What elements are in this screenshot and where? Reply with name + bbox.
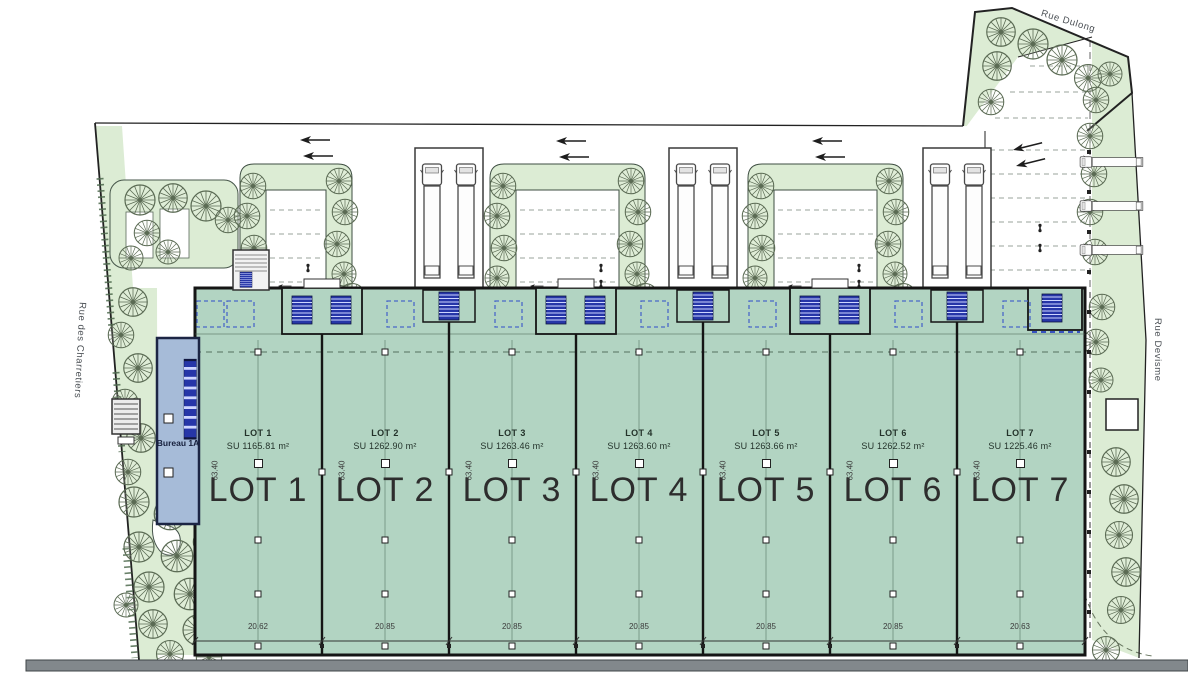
entrance-porch (232, 249, 270, 291)
lot-marker-square (761, 459, 771, 468)
lot-marker-square (253, 459, 263, 468)
lot-width-dim-7: 20.63 (1009, 622, 1031, 631)
stair-rooms (281, 278, 1083, 335)
lot-title: LOT 2 (335, 471, 435, 509)
lot-name: LOT 6 (879, 428, 907, 438)
street-label-rue-devisme: Rue Devisme (1152, 318, 1163, 382)
building (191, 249, 1089, 657)
lot-area: SU 1263.66 m² (734, 441, 798, 451)
bureau-wing (111, 336, 201, 526)
lot-title: LOT 7 (970, 471, 1070, 509)
lot-title: LOT 1 (208, 471, 308, 509)
street-curb-band (25, 659, 1188, 672)
lot-width-dim-1: 20.62 (247, 622, 269, 631)
lot-name: LOT 4 (625, 428, 653, 438)
lot-depth-dim-7: 63.40 (972, 460, 982, 481)
truck-bay-1 (414, 147, 484, 293)
lot-area: SU 1225.46 m² (988, 441, 1052, 451)
lot-depth-dim-6: 63.40 (845, 460, 855, 481)
lot-name: LOT 1 (244, 428, 272, 438)
lot-marker-square (507, 459, 517, 468)
lot-label-5: LOT 5 SU 1263.66 m² LOT 5 (701, 428, 831, 507)
lot-area: SU 1165.81 m² (226, 441, 290, 451)
lot-width-dim-6: 20.85 (882, 622, 904, 631)
lot-area: SU 1262.52 m² (861, 441, 925, 451)
lot-title: LOT 4 (589, 471, 689, 509)
lot-name: LOT 2 (371, 428, 399, 438)
lot-depth-dim-4: 63.40 (591, 460, 601, 481)
reserved-zones (196, 300, 1031, 328)
floor-markers (254, 348, 1024, 650)
lot-name: LOT 3 (498, 428, 526, 438)
lot-label-1: LOT 1 SU 1165.81 m² LOT 1 (193, 428, 323, 507)
lot-width-dim-5: 20.85 (755, 622, 777, 631)
street-entrance-steps (111, 398, 141, 445)
bureau-label: Bureau 1A (156, 438, 200, 448)
lot-name: LOT 5 (752, 428, 780, 438)
lot-marker-square (888, 459, 898, 468)
lot-width-dim-4: 20.85 (628, 622, 650, 631)
lot-depth-dim-2: 63.40 (337, 460, 347, 481)
dimension-line (191, 636, 1089, 646)
truck-bay-3 (922, 147, 992, 293)
lot-label-3: LOT 3 SU 1263.46 m² LOT 3 (447, 428, 577, 507)
lot-marker-square (1015, 459, 1025, 468)
lot-title: LOT 5 (716, 471, 816, 509)
lot-area: SU 1262.90 m² (353, 441, 417, 451)
lot-label-4: LOT 4 SU 1263.60 m² LOT 4 (574, 428, 704, 507)
lot-depth-dim-1: 63.40 (210, 460, 220, 481)
lot-label-2: LOT 2 SU 1262.90 m² LOT 2 (320, 428, 450, 507)
lot-area: SU 1263.60 m² (607, 441, 671, 451)
lot-width-dim-3: 20.85 (501, 622, 523, 631)
lot-label-7: LOT 7 SU 1225.46 m² LOT 7 (955, 428, 1085, 507)
lot-name: LOT 7 (1006, 428, 1034, 438)
lot-title: LOT 6 (843, 471, 943, 509)
column-grid-lines (257, 340, 1021, 640)
lot-depth-dim-5: 63.40 (718, 460, 728, 481)
truck-bay-2 (668, 147, 738, 293)
lot-depth-dim-3: 63.40 (464, 460, 474, 481)
lot-marker-square (380, 459, 390, 468)
lot-width-dim-2: 20.85 (374, 622, 396, 631)
lot-marker-square (634, 459, 644, 468)
lot-area: SU 1263.46 m² (480, 441, 544, 451)
lot-label-6: LOT 6 SU 1262.52 m² LOT 6 (828, 428, 958, 507)
bollard-posts (1087, 150, 1091, 614)
lot-title: LOT 3 (462, 471, 562, 509)
